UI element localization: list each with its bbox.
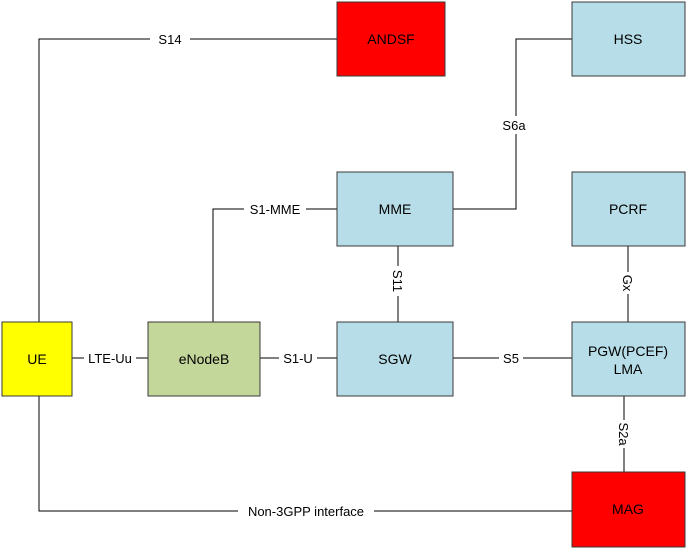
node-enodeb-label: eNodeB — [179, 351, 230, 367]
node-hss: HSS — [571, 1, 686, 77]
node-sgw-label: SGW — [378, 351, 412, 367]
node-enodeb: eNodeB — [147, 321, 261, 397]
node-ue: UE — [1, 321, 73, 397]
edge-non3gpp-line — [38, 396, 572, 512]
connectors — [38, 38, 629, 512]
edge-label-s1u: S1-U — [283, 351, 313, 366]
node-mme: MME — [336, 171, 454, 247]
edge-labels: S14 S6a S1-MME S11 Gx LTE-Uu S1-U S5 — [84, 31, 636, 519]
node-hss-label: HSS — [614, 31, 643, 47]
edge-label-s2a: S2a — [616, 422, 631, 446]
edge-s1mme-line — [212, 208, 337, 322]
node-pcrf-label: PCRF — [609, 201, 647, 217]
node-pcrf: PCRF — [571, 171, 686, 247]
node-ue-label: UE — [27, 351, 46, 367]
node-mme-label: MME — [379, 201, 412, 217]
node-pgw-label: PGW(PCEF) — [588, 343, 668, 359]
edge-label-lteuu: LTE-Uu — [88, 351, 132, 366]
edge-label-s5: S5 — [503, 351, 519, 366]
node-pgw: PGW(PCEF) LMA — [571, 321, 686, 397]
edge-label-s1mme: S1-MME — [250, 202, 301, 217]
node-sgw: SGW — [336, 321, 454, 397]
node-andsf-label: ANDSF — [367, 31, 414, 47]
edge-label-s11: S11 — [390, 270, 405, 292]
node-andsf: ANDSF — [336, 1, 446, 77]
edge-label-non3gpp: Non-3GPP interface — [248, 504, 364, 519]
node-pgw-label-2: LMA — [614, 361, 643, 377]
edge-label-gx: Gx — [620, 275, 635, 292]
edge-label-s6a: S6a — [502, 118, 526, 133]
node-mag: MAG — [571, 471, 686, 548]
edge-s14-line — [38, 38, 337, 322]
edge-label-s14: S14 — [158, 32, 181, 47]
node-mag-label: MAG — [612, 501, 644, 517]
